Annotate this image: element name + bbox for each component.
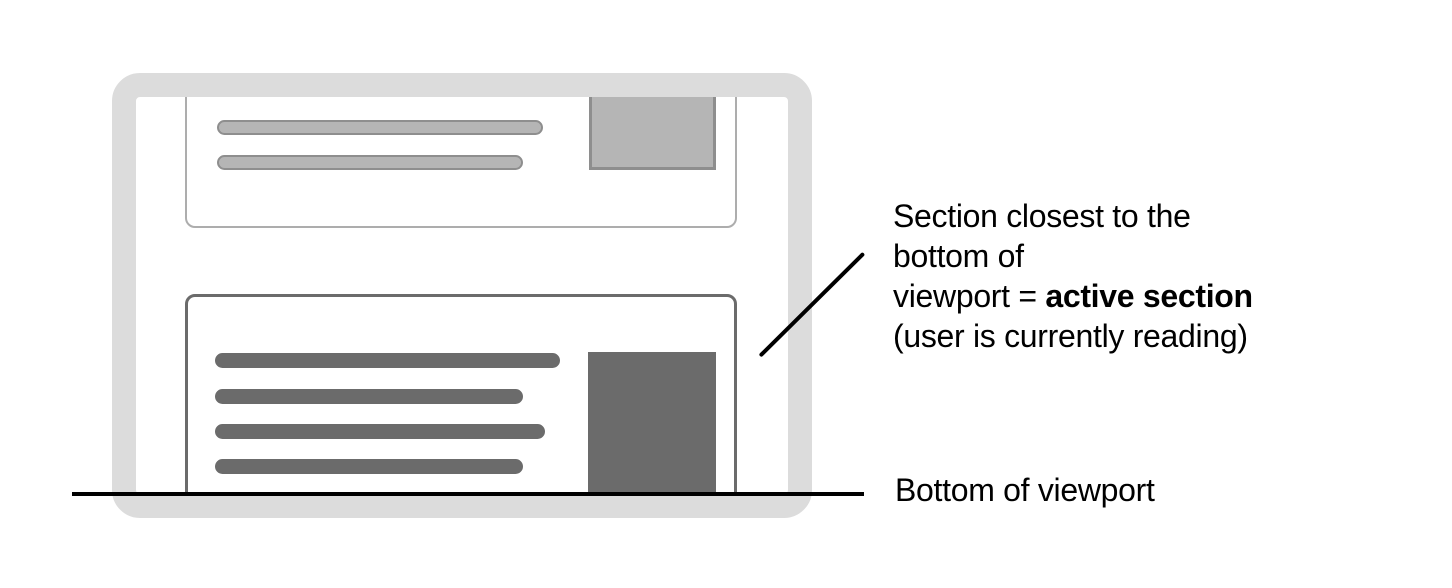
annotation-line: bottom of <box>893 238 1024 274</box>
image-placeholder <box>589 97 716 170</box>
annotation-line-bold: active section <box>1045 278 1253 314</box>
annotation-line: Section closest to the <box>893 198 1191 234</box>
viewport-frame <box>112 73 812 518</box>
text-line-placeholder <box>215 424 545 439</box>
annotation-active-section: Section closest to the bottom of viewpor… <box>893 196 1253 356</box>
image-placeholder <box>588 352 716 494</box>
text-line-placeholder <box>217 155 523 170</box>
text-line-placeholder <box>217 120 543 135</box>
annotation-line: viewport = active section <box>893 276 1253 316</box>
text-line-placeholder <box>215 459 523 474</box>
text-line-placeholder <box>215 353 560 368</box>
text-line-placeholder <box>215 389 523 404</box>
label-bottom-of-viewport: Bottom of viewport <box>895 472 1155 508</box>
annotation-line: (user is currently reading) <box>893 318 1248 354</box>
annotation-line-normal: viewport = <box>893 278 1046 314</box>
viewport-content <box>136 97 788 494</box>
bottom-of-viewport-line <box>72 492 864 496</box>
